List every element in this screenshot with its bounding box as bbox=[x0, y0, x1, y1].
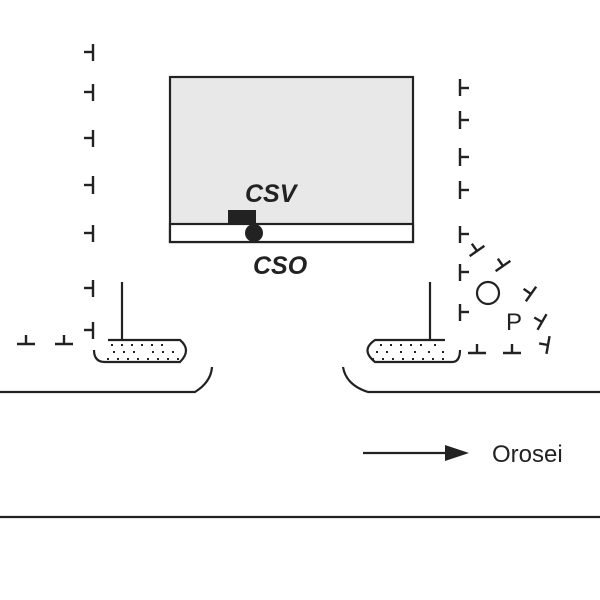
tree-mark-icon bbox=[458, 111, 469, 129]
tree-mark-icon bbox=[84, 176, 95, 194]
left-bottom-trees bbox=[17, 335, 73, 346]
csv-marker-icon bbox=[228, 210, 256, 225]
right-bottom-trees bbox=[468, 344, 521, 355]
building bbox=[168, 75, 415, 244]
building-front-strip bbox=[168, 222, 415, 244]
tree-mark-icon bbox=[458, 264, 469, 281]
tree-mark-icon bbox=[84, 225, 95, 242]
destination-label: Orosei bbox=[492, 441, 563, 468]
tree-mark-icon bbox=[522, 285, 538, 303]
tree-mark-icon bbox=[84, 84, 95, 101]
tree-mark-icon bbox=[458, 148, 469, 166]
tree-mark-icon bbox=[84, 322, 95, 339]
tree-mark-icon bbox=[494, 257, 512, 273]
tree-mark-icon bbox=[84, 44, 95, 61]
left-tree-column bbox=[84, 44, 95, 339]
road-edge-right-upper bbox=[341, 366, 600, 394]
tree-mark-icon bbox=[84, 280, 95, 297]
right-arrow-icon bbox=[363, 445, 469, 461]
right-tree-column bbox=[458, 79, 469, 321]
open-circle-icon bbox=[475, 280, 501, 306]
tree-mark-icon bbox=[84, 130, 95, 147]
tree-mark-icon bbox=[458, 181, 469, 199]
cso-marker-icon bbox=[245, 224, 263, 242]
tree-mark-icon bbox=[17, 335, 35, 346]
tree-mark-icon bbox=[55, 335, 73, 346]
tree-mark-icon bbox=[533, 313, 548, 331]
tree-mark-icon bbox=[503, 344, 521, 355]
right-traffic-island bbox=[366, 282, 462, 364]
left-traffic-island bbox=[92, 282, 188, 364]
tree-mark-icon bbox=[468, 344, 486, 355]
road-edge-left-upper bbox=[0, 366, 214, 394]
tree-mark-icon bbox=[458, 79, 469, 96]
tree-mark-icon bbox=[458, 304, 469, 321]
cso-label: CSO bbox=[253, 252, 308, 280]
tree-mark-icon bbox=[468, 242, 486, 258]
tree-mark-icon bbox=[458, 226, 469, 243]
parking-label: P bbox=[506, 309, 522, 336]
right-tree-arc bbox=[468, 242, 551, 355]
tree-mark-icon bbox=[538, 335, 551, 355]
csv-label: CSV bbox=[245, 180, 299, 208]
